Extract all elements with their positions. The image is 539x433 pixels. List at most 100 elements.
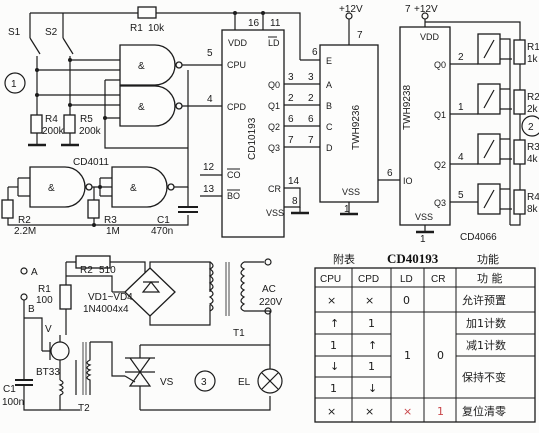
tw-q2-label: Q2 — [434, 160, 446, 170]
r1-circuit3-label: R1 — [38, 284, 51, 295]
header-function: 功 能 — [477, 271, 503, 285]
ladder-r3-label: R3 — [527, 142, 539, 153]
t1-core — [225, 262, 230, 316]
decoder-e-label: E — [326, 56, 332, 66]
q1-pin: 1 — [458, 102, 464, 113]
c1-value: 470n — [151, 226, 173, 237]
pin-cr-number: 14 — [288, 176, 300, 187]
cd10193-chip — [221, 29, 285, 238]
cd4066-label: CD4066 — [460, 232, 497, 243]
r3-resistor — [87, 199, 100, 219]
r4-value: 200k — [42, 126, 65, 137]
decoder-a-label: A — [326, 80, 332, 90]
row2-func: 减1计数 — [466, 339, 506, 352]
s1-switch[interactable] — [29, 37, 41, 55]
ac-terminal-1 — [264, 258, 272, 266]
decoder-c-label: C — [326, 122, 333, 132]
s1-label: S1 — [8, 27, 21, 38]
junction-dot — [35, 68, 39, 72]
row0-cpu: × — [327, 294, 336, 307]
r5-value: 200k — [79, 126, 102, 137]
row0-cpd: × — [365, 294, 374, 307]
row0-func: 允许预置 — [462, 293, 506, 307]
q2-pin: 4 — [458, 152, 464, 163]
triac-label: VS — [160, 377, 174, 388]
table-title: 附表 — [333, 252, 355, 266]
row4-cpu: 1 — [330, 382, 337, 395]
r1-resistor — [137, 6, 157, 19]
twh9236-chip — [319, 44, 379, 203]
q-bus-wires — [284, 83, 320, 148]
r2-circuit3-value: 510 — [99, 265, 116, 276]
decoder-vss-label: VSS — [342, 187, 360, 197]
pin-vdd-label: VDD — [228, 38, 248, 48]
osc-loop-wire — [104, 80, 188, 149]
s2-switch[interactable] — [62, 37, 74, 55]
table-subtitle: 功能 — [477, 252, 499, 266]
top-rail-wire — [30, 12, 301, 60]
pin-vss-label: VSS — [266, 208, 284, 218]
triac-gate — [124, 375, 136, 383]
pin-bo-label: BO — [227, 191, 240, 201]
r1-label: R1 — [130, 23, 143, 34]
ladder-r1-label: R1 — [527, 42, 539, 53]
ac-terminal-2 — [264, 307, 272, 315]
pin-cr-label: CR — [268, 184, 281, 194]
co-bo-wire — [200, 174, 222, 197]
cd4011-label: CD4011 — [73, 157, 109, 168]
nand-gate-a — [119, 44, 176, 86]
header-cpd: CPD — [358, 274, 379, 285]
decoder-b-label: B — [326, 101, 332, 111]
row3-func: 保持不变 — [462, 370, 506, 384]
pin-ld-label: LD — [268, 38, 280, 48]
gate-feedback-input — [105, 79, 120, 119]
nand-gate-b-bubble — [175, 102, 183, 110]
junction-dot — [103, 116, 107, 120]
terminal-b-label: B — [28, 304, 35, 315]
marker-3-circle — [194, 370, 216, 392]
row3-cpu: ↓ — [330, 360, 339, 373]
tw-vss-pin: 1 — [420, 234, 426, 245]
twh9238-name: TWH9238 — [402, 85, 413, 130]
q1-pin-number: 2 — [288, 93, 294, 104]
q0-pin: 2 — [458, 52, 464, 63]
junction-dot — [68, 58, 72, 62]
r2-value: 2.2M — [14, 226, 36, 237]
switch-contacts — [483, 39, 495, 209]
osc-bottom-wire — [7, 215, 189, 226]
cd10193-name: CD10193 — [247, 117, 258, 160]
ujt-part: BT33 — [36, 367, 60, 378]
bridge-part: 1N4004x4 — [83, 304, 129, 315]
ladder-r3 — [513, 139, 526, 165]
decoder-vss-pin: 1 — [344, 204, 350, 215]
t2-leads — [59, 360, 77, 410]
row5-ld: × — [403, 405, 412, 418]
lamp-label: EL — [238, 377, 251, 388]
row2-cpu: 1 — [330, 339, 337, 352]
t2-core — [82, 342, 87, 395]
a-pin-number: 3 — [308, 72, 314, 83]
table-column-lines — [351, 268, 457, 422]
pin-co-number: 12 — [203, 162, 215, 173]
t1-secondary-wire — [244, 261, 271, 345]
q3-pin: 5 — [458, 190, 464, 201]
tw-vdd-label: VDD — [420, 32, 440, 42]
merged-ld: 1 — [404, 349, 411, 362]
ladder-r4-label: R4 — [527, 192, 539, 203]
row1-cpd: 1 — [368, 317, 375, 330]
table-chip: CD40193 — [387, 251, 439, 266]
ladder-bottom-wire — [510, 214, 521, 226]
junction-dot — [92, 223, 96, 227]
c1-c3-bottom-wire — [23, 385, 80, 411]
c1-circuit3-value: 100n — [2, 397, 24, 408]
t2-primary-coil — [58, 379, 64, 396]
header-ld: LD — [400, 274, 413, 285]
ujt-emitter-wire — [24, 317, 43, 351]
merged-cr: 0 — [437, 349, 444, 362]
row4-cpd: ↓ — [368, 382, 377, 395]
junction-dot — [98, 185, 102, 189]
table-row-lines — [315, 286, 535, 399]
ladder-r2-label: R2 — [527, 92, 539, 103]
b-pin-number: 2 — [308, 93, 314, 104]
